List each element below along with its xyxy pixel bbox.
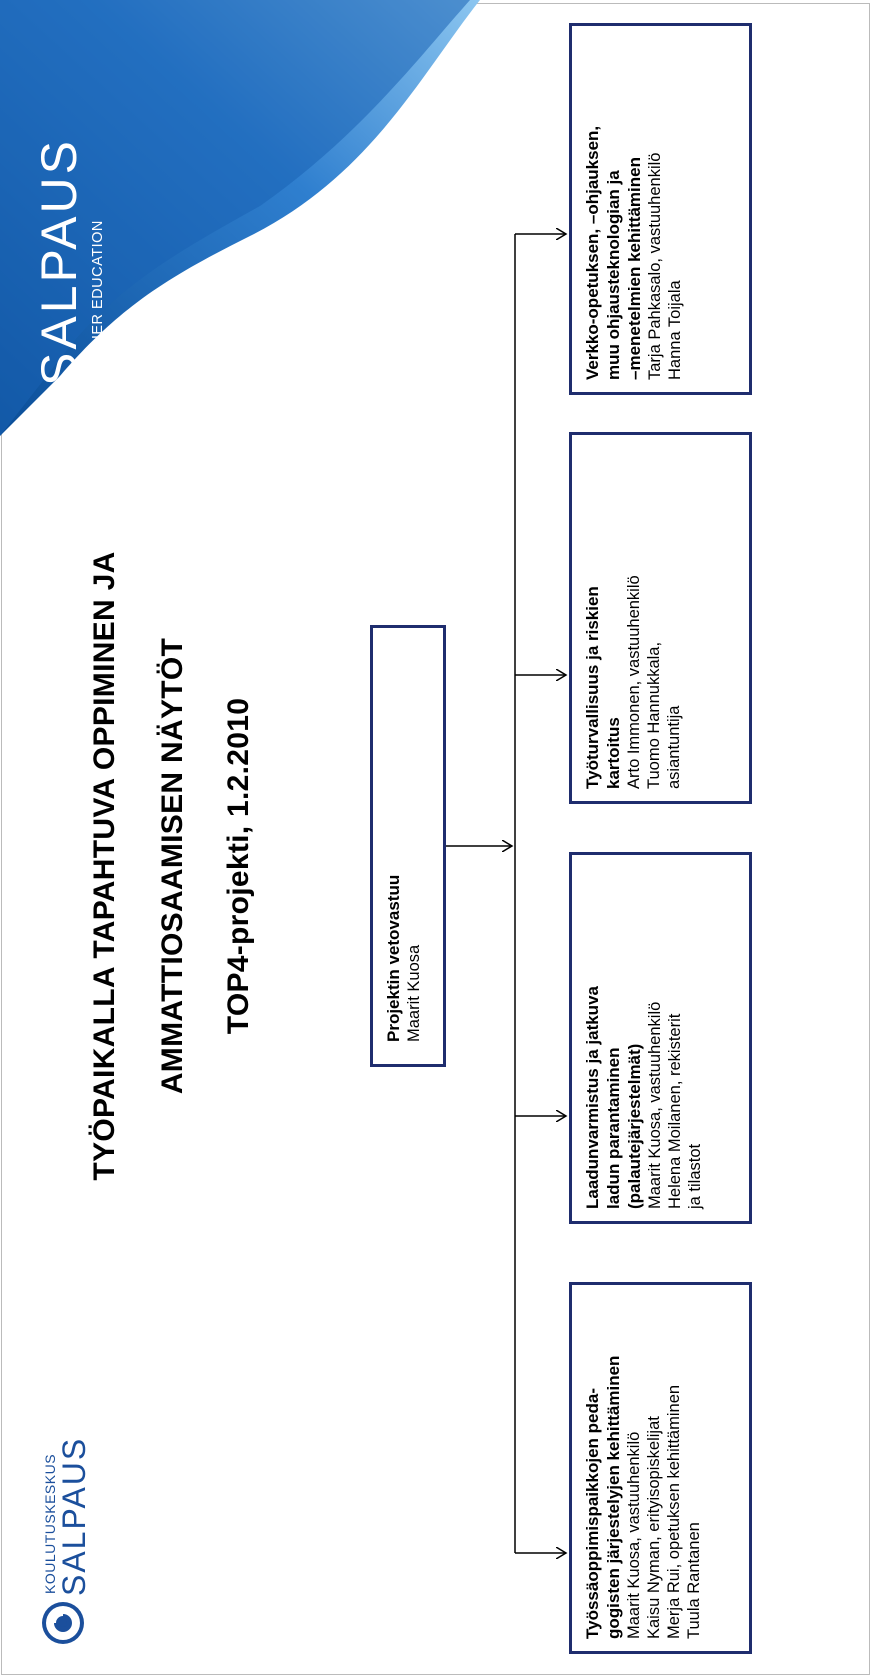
- root-box: Projektin vetovastuu Maarit Kuosa: [370, 625, 446, 1067]
- box-tyossaoppiminen: Työssäoppimispaikkojen peda- gogisten jä…: [569, 1282, 752, 1654]
- box-1-title: Työssäoppimispaikkojen peda- gogisten jä…: [583, 1355, 623, 1639]
- box-3-body: Arto Immonen, vastuuhenkilö Tuomo Hannuk…: [625, 575, 683, 789]
- box-4-title: Verkko-opetuksen, –ohjauksen, muu ohjaus…: [583, 125, 644, 380]
- box-3-title: Työturvallisuus ja riskien kartoitus: [583, 586, 623, 789]
- box-4-body: Tarja Pahkasalo, vastuuhenkilö Hanna Toi…: [646, 152, 684, 380]
- box-2-title: Laadunvarmistus ja jatkuva ladun paranta…: [583, 986, 644, 1209]
- box-verkko-opetus: Verkko-opetuksen, –ohjauksen, muu ohjaus…: [569, 23, 752, 395]
- salpaus-swirl-logo-icon: [42, 1602, 84, 1644]
- box-1-body: Maarit Kuosa, vastuuhenkilö Kaisu Nyman,…: [625, 1384, 703, 1639]
- root-box-title: Projektin vetovastuu: [384, 874, 403, 1042]
- box-laadunvarmistus: Laadunvarmistus ja jatkuva ladun paranta…: [569, 852, 752, 1224]
- root-box-body: Maarit Kuosa: [405, 944, 423, 1042]
- brand-banner: [0, 0, 480, 436]
- box-tyoturvallisuus: Työturvallisuus ja riskien kartoitus Art…: [569, 432, 752, 804]
- box-2-body: Maarit Kuosa, vastuuhenkilö Helena Moila…: [646, 1001, 704, 1209]
